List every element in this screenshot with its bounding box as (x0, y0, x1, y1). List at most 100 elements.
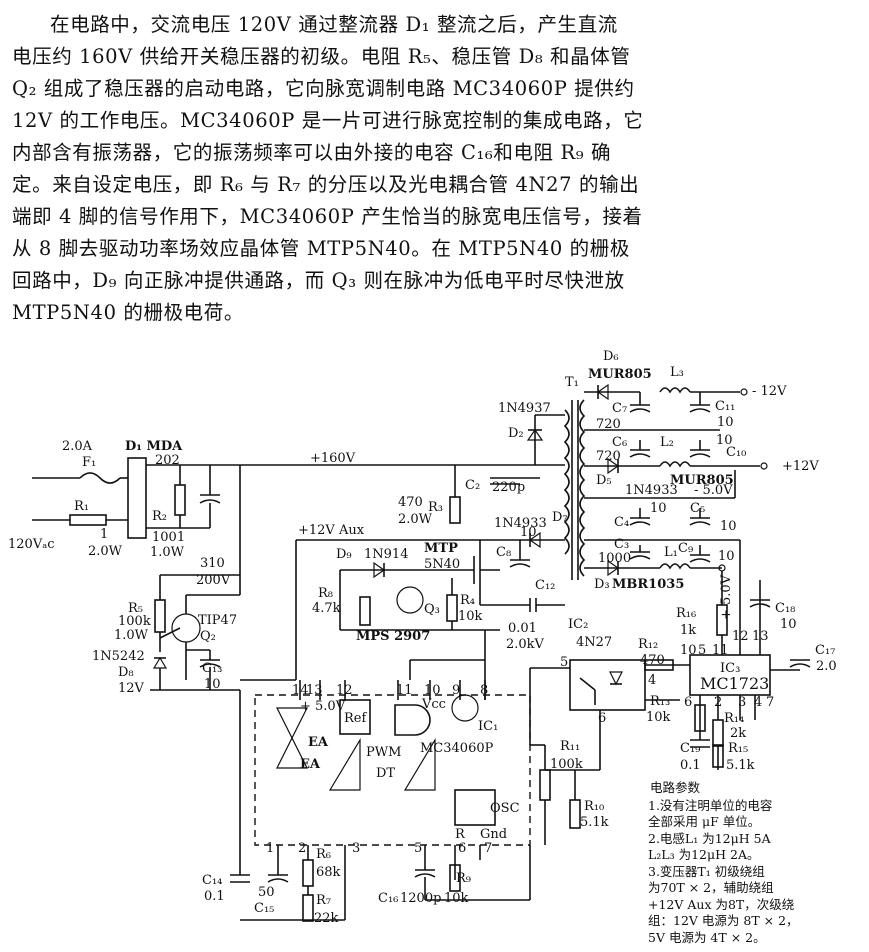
paragraph-line: 回路中，D₉ 向正脉冲提供通路，而 Q₃ 则在脉冲为低电平时尽快泄放 (12, 269, 625, 292)
notes-line: 1.没有注明单位的电容 (648, 798, 772, 813)
ic1-pin-12: 12 (336, 683, 353, 698)
schematic-wires (32, 383, 811, 922)
notes-title: 电路参数 (650, 780, 701, 795)
ic1-ref: IC₁ (478, 719, 498, 734)
r14-value: 2k (730, 726, 746, 741)
ic3-ref: IC₃ (720, 661, 740, 676)
ic2-pin-6: 6 (598, 711, 606, 726)
r1-power: 2.0W (88, 544, 123, 559)
d9-ref: D₉ (336, 547, 352, 562)
rail-160v-label: +160V (310, 451, 356, 466)
paragraph-line: 内部含有振荡器，它的振荡频率可以由外接的电容 C₁₆和电阻 R₉ 确 (12, 141, 612, 164)
r8-ref: R₈ (318, 586, 333, 601)
paragraph-line: Q₂ 组成了稳压器的启动电路，它向脉宽调制电路 MC34060P 提供约 (12, 77, 635, 100)
mosfet-label-2: 5N40 (424, 557, 460, 572)
d5-ref: D₅ (596, 473, 612, 488)
r6-ref: R₆ (316, 847, 331, 862)
c10-value: 10 (716, 433, 733, 448)
r7-ref: R₇ (316, 893, 331, 908)
ic3-pin-13: 13 (752, 629, 769, 644)
ic1-pin-6: 6 (458, 841, 466, 856)
c11-ref: C₁₁ (715, 399, 735, 414)
ic1-pin-10: 10 (424, 683, 441, 698)
c17-value: 2.0 (816, 659, 837, 674)
r3-power: 2.0W (398, 512, 433, 527)
ic3-pin-7: 7 (766, 695, 774, 710)
ic3-pin-11: 11 (712, 643, 729, 658)
c8-ref: C₈ (496, 545, 511, 560)
c5-value: 10 (720, 519, 737, 534)
ic1-dt: DT (376, 766, 395, 781)
r9-value: 10k (444, 891, 469, 906)
c18-value: 10 (780, 617, 797, 632)
r16-ref: R₁₆ (676, 606, 696, 621)
ic1-pin-9: 9 (452, 683, 460, 698)
neg5-label: - 5.0V (694, 483, 733, 498)
r12-ref: R₁₂ (638, 637, 658, 652)
r2-value: 1001 (152, 530, 185, 545)
ac-input-label: 120Vₐc (8, 537, 55, 552)
r4-ref: R₄ (460, 593, 475, 608)
ic1-pin-7: 7 (484, 841, 492, 856)
pos5-label: + 5.0V (719, 574, 734, 620)
r1-value: 1 (100, 527, 108, 542)
r16-value: 1k (680, 623, 696, 638)
r10-value: 5.1k (580, 815, 609, 830)
c15-value: 50 (258, 885, 275, 900)
q3-ref: Q₃ (424, 602, 440, 617)
r5-value: 100k (118, 614, 151, 629)
c14-ref: C₁₄ (202, 873, 222, 888)
r3-ref: R₃ (428, 500, 443, 515)
ic3-part: MC1723 (700, 674, 769, 693)
paragraph-line: 在电路中，交流电压 120V 通过整流器 D₁ 整流之后，产生直流 (50, 13, 618, 36)
ic3-pin-12: 12 (732, 629, 749, 644)
r1-ref: R₁ (74, 499, 89, 514)
notes-line: 5V 电源为 4T × 2。 (648, 930, 766, 945)
notes-line: 组：12V 电源为 8T × 2， (648, 913, 799, 928)
r3-value: 470 (398, 495, 423, 510)
c2-value: 220p (492, 480, 525, 495)
ic1-ref-block: Ref (344, 711, 367, 726)
r6-value: 68k (316, 865, 341, 880)
c6-value: 720 (596, 449, 621, 464)
ic1-pin-13: 13 (306, 683, 323, 698)
notes-line: 3.变压器T₁ 初级绕组 (648, 864, 765, 879)
d7-value: 10 (520, 525, 537, 540)
q2-ref: Q₂ (200, 629, 216, 644)
ic1-pin-3: 3 (352, 841, 360, 856)
r11-ref: R₁₁ (560, 739, 580, 754)
coupling-cap-value: 0.01 (508, 621, 537, 636)
c10-ref: C₁₀ (726, 445, 746, 460)
ic3-pin-5: 5 (698, 643, 706, 658)
r12-value: 470 (640, 653, 665, 668)
c5-ref: C₅ (690, 501, 705, 516)
ic1-pin-2: 2 (298, 841, 306, 856)
r15-ref: R₁₅ (728, 741, 748, 756)
ic2-pin-4: 4 (648, 673, 656, 688)
ic3-pin-10: 10 (680, 643, 697, 658)
r5-ref: R₅ (128, 601, 143, 616)
ic1-gnd: Gnd (480, 827, 507, 842)
c9-value: 10 (718, 549, 735, 564)
notes-line: 全部采用 μF 单位。 (648, 814, 760, 829)
c2-ref: C₂ (465, 478, 480, 493)
rail-aux-label: +12V Aux (298, 523, 365, 538)
coupling-cap-voltage: 2.0kV (506, 637, 545, 652)
notes-line: 为70T × 2，辅助绕组 (648, 880, 774, 895)
ic2-part: 4N27 (576, 635, 612, 650)
c11-value: 10 (717, 415, 734, 430)
d8-ref: D₈ (118, 665, 134, 680)
q2-part: TIP47 (198, 613, 237, 628)
d3-ref: D₃ (594, 577, 610, 592)
r15-value: 5.1k (726, 758, 755, 773)
mosfet-label-1: MTP (424, 541, 458, 556)
r4-value: 10k (458, 609, 483, 624)
notes-line: L₂L₃ 为12μH 2A。 (648, 847, 759, 862)
bridge-part: 202 (155, 453, 180, 468)
ic1-part: MC34060P (420, 741, 494, 756)
r2-power: 1.0W (150, 545, 185, 560)
c4-ref: C₄ (614, 515, 629, 530)
ic1-vref: + 5.0V (300, 699, 346, 714)
c9-ref: C₉ (678, 541, 693, 556)
ic1-pin-8: 8 (480, 683, 488, 698)
